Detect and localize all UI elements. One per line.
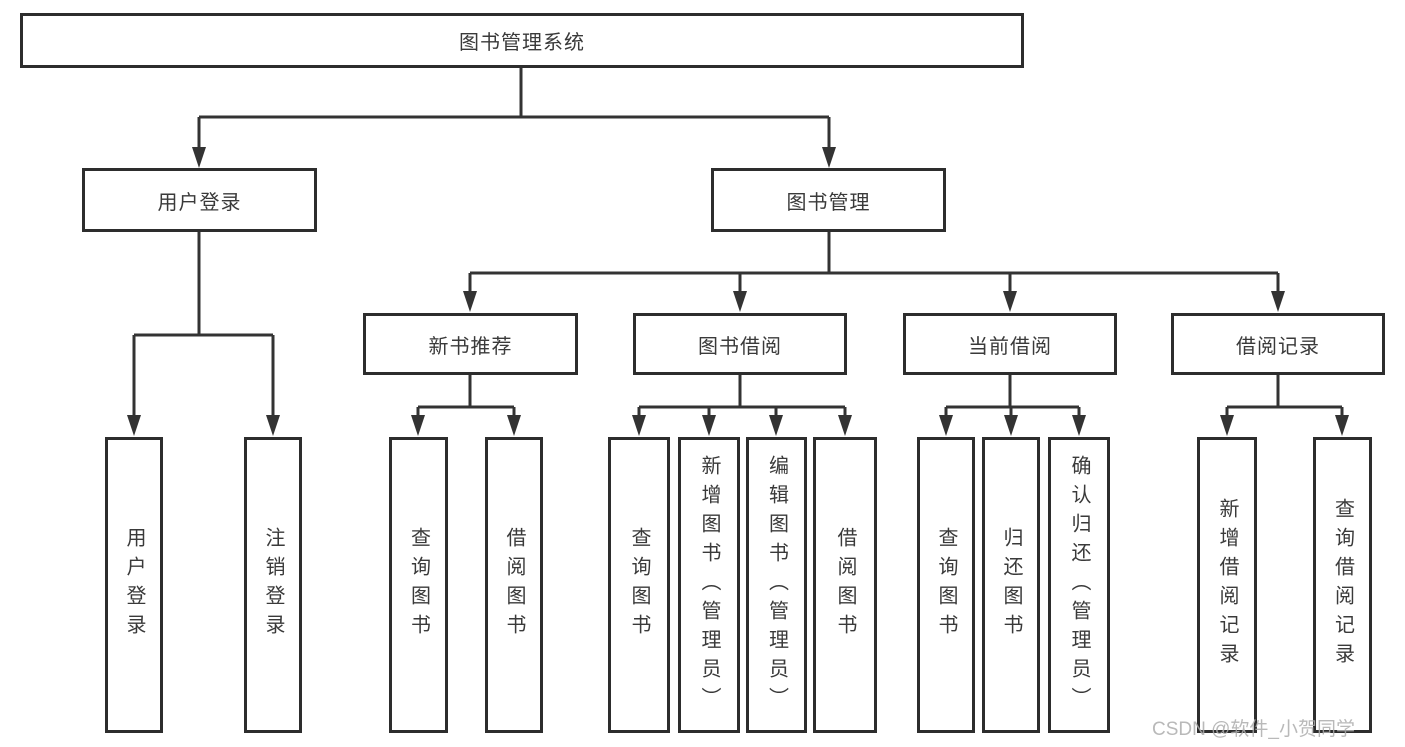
arrowhead [733,291,747,312]
leaf-label: 查询图书 [628,527,650,643]
arrowhead [463,291,477,312]
leaf-label: 编辑图书（管理员） [765,454,788,716]
arrowhead [1072,415,1086,436]
node-current-borrowing: 当前借阅 [903,313,1117,375]
csdn-watermark: CSDN @软件_小贺同学 [1152,719,1355,740]
arrowhead [1004,415,1018,436]
connector-newbooks-to-leaves [416,375,516,417]
leaf-label: 借阅图书 [834,527,856,643]
leaf-user-login: 用户登录 [105,437,163,733]
arrowhead [939,415,953,436]
connector-bookborrow-to-leaves [637,375,847,417]
node-borrowing-records: 借阅记录 [1171,313,1385,375]
leaf-borrow-books-recommend: 借阅图书 [485,437,543,733]
leaf-label: 新增借阅记录 [1216,498,1238,672]
leaf-label: 查询图书 [935,527,957,643]
arrowhead [769,415,783,436]
leaf-query-books-borrow: 查询图书 [608,437,670,733]
connector-borrowrecords-to-leaves [1225,375,1344,417]
arrowhead [1335,415,1349,436]
connector-currentborrow-to-leaves [944,375,1081,417]
arrowhead [127,415,141,436]
leaf-label: 注销登录 [262,527,284,643]
arrowhead [1003,291,1017,312]
connector-bookmgmt-to-level3 [468,232,1280,293]
connector-userlogin-to-leaves [132,232,275,417]
node-book-borrowing: 图书借阅 [633,313,847,375]
node-book-management: 图书管理 [711,168,946,232]
leaf-label: 确认归还（管理员） [1068,454,1090,716]
arrowhead [507,415,521,436]
leaf-query-books-recommend: 查询图书 [389,437,448,733]
arrowhead [632,415,646,436]
leaf-add-books-admin: 新增图书（管理员） [678,437,740,733]
arrowhead [266,415,280,436]
arrowhead [192,147,206,168]
leaf-add-borrow-record: 新增借阅记录 [1197,437,1257,733]
arrowhead [1220,415,1234,436]
leaf-borrow-books: 借阅图书 [813,437,877,733]
leaf-label: 用户登录 [123,527,145,643]
leaf-label: 查询图书 [407,527,430,643]
node-user-login: 用户登录 [82,168,317,232]
leaf-query-books-current: 查询图书 [917,437,975,733]
arrowhead [838,415,852,436]
leaf-confirm-return-admin: 确认归还（管理员） [1048,437,1110,733]
leaf-label: 查询借阅记录 [1331,498,1354,672]
connector-root-to-level2 [197,66,831,148]
arrowhead [1271,291,1285,312]
leaf-edit-books-admin: 编辑图书（管理员） [746,437,807,733]
leaf-logout-login: 注销登录 [244,437,302,733]
arrowhead [822,147,836,168]
arrowhead [411,415,425,436]
leaf-label: 归还图书 [1000,527,1022,643]
leaf-label: 新增图书（管理员） [698,454,720,716]
node-new-book-recommendation: 新书推荐 [363,313,578,375]
leaf-return-books: 归还图书 [982,437,1040,733]
leaf-label: 借阅图书 [503,527,525,643]
node-library-management-system: 图书管理系统 [20,13,1024,68]
leaf-query-borrow-record: 查询借阅记录 [1313,437,1372,733]
arrowhead [702,415,716,436]
